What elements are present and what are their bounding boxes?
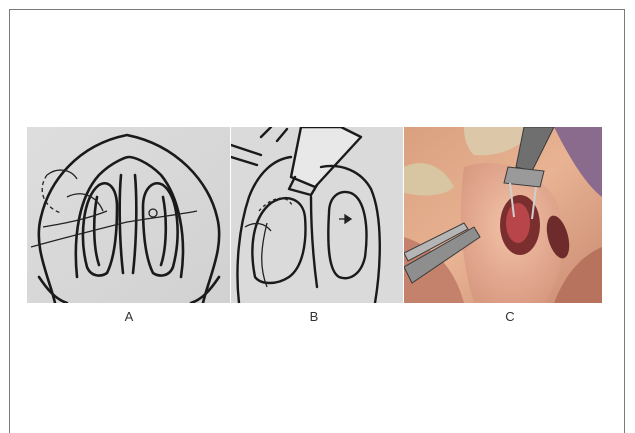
panel-c-photo bbox=[404, 127, 602, 303]
panel-b-label: B bbox=[294, 309, 334, 324]
panel-b-drawing bbox=[231, 127, 403, 303]
panel-a-drawing bbox=[27, 127, 230, 303]
panel-a-label: A bbox=[109, 309, 149, 324]
panel-c-label: C bbox=[490, 309, 530, 324]
